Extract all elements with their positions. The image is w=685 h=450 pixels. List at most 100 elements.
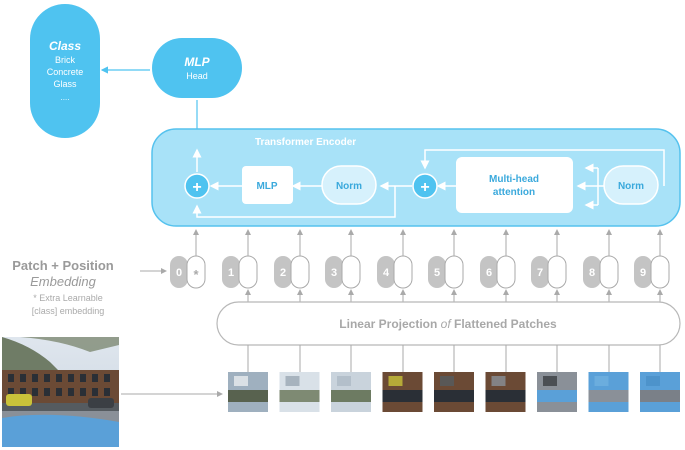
position-index: 5: [434, 267, 440, 279]
encoder-norm-2: [603, 165, 659, 205]
linear-projection-part3: Flattened Patches: [451, 317, 557, 331]
patch-detail: [491, 376, 506, 386]
image-patch-4: [382, 345, 423, 412]
encoder-norm-1-label: Norm: [336, 181, 362, 192]
patch-embedding: [393, 255, 413, 289]
class-token-mark: *: [193, 267, 199, 282]
patch-detail: [440, 376, 454, 386]
position-index: 0: [176, 267, 182, 279]
patch-embedding: [547, 255, 567, 289]
patch-detail: [337, 376, 351, 386]
plus-symbol-1: +: [420, 179, 429, 196]
position-embedding: [170, 256, 188, 288]
token-1: 1: [222, 229, 258, 302]
patch-detail: [234, 376, 248, 386]
encoder-norm-1: [321, 165, 377, 205]
residual-add-2: [184, 173, 210, 199]
encoder-internal-flow: [192, 148, 665, 218]
patch-band: [640, 390, 680, 402]
class-title: Class: [49, 39, 81, 53]
encoder-mlp-label: MLP: [256, 181, 277, 192]
position-embedding: [583, 256, 601, 288]
position-embedding: [325, 256, 343, 288]
embedding-note-1: * Extra Learnable: [33, 293, 103, 303]
token-5: 5: [428, 229, 464, 302]
image-patch-8: [588, 345, 629, 412]
image-patch-7: [537, 345, 577, 412]
image-patch-1: [228, 345, 268, 412]
patch-detail: [543, 376, 557, 386]
token-3: 3: [325, 229, 361, 302]
patch-detail: [285, 376, 300, 386]
patch-band: [537, 390, 577, 402]
token-2: 2: [274, 229, 310, 302]
patch-embedding: [599, 255, 619, 289]
patch-band: [485, 390, 526, 402]
patch-detail: [594, 376, 609, 386]
residual-add-1: [412, 173, 438, 199]
embedding-note-2: [class] embedding: [32, 306, 105, 316]
token-0: 0*: [170, 229, 206, 289]
image-patch-3: [331, 345, 371, 412]
position-index: 6: [486, 267, 492, 279]
attention-label-line2: attention: [493, 187, 535, 198]
mlp-head-box: [152, 38, 242, 98]
token-9: 9: [634, 229, 670, 302]
position-embedding: [531, 256, 549, 288]
token-7: 7: [531, 229, 567, 302]
image-patch-5: [434, 345, 474, 412]
patch-embedding: [496, 255, 516, 289]
patch-embedding: [650, 255, 670, 289]
class-item-glass: Glass: [53, 79, 77, 89]
embedding-title: Patch + Position: [12, 258, 114, 273]
image-patch-6: [485, 345, 526, 412]
position-index: 9: [640, 267, 646, 279]
patch-embedding: [341, 255, 361, 289]
encoder-title: Transformer Encoder: [255, 137, 356, 148]
position-embedding: [428, 256, 446, 288]
patch-embedding: [238, 255, 258, 289]
class-item-brick: Brick: [55, 55, 75, 65]
mlp-head-title: MLP: [184, 55, 210, 69]
position-index: 1: [228, 267, 234, 279]
patch-detail: [646, 376, 660, 386]
token-4: 4: [377, 229, 413, 302]
attention-label-line1: Multi-head: [489, 174, 539, 185]
token-6: 6: [480, 229, 516, 302]
mlp-head-subtitle: Head: [186, 71, 208, 81]
position-embedding: [222, 256, 240, 288]
encoder-mlp-box: [242, 166, 293, 204]
position-index: 7: [537, 267, 543, 279]
position-index: 8: [589, 267, 595, 279]
class-item-concrete: Concrete: [47, 67, 84, 77]
image-patch-2: [279, 345, 320, 412]
patch-row: [228, 345, 680, 412]
linear-projection-box: [216, 301, 681, 346]
linear-projection-part2: of: [441, 317, 453, 331]
patch-band: [588, 390, 629, 402]
position-index: 2: [280, 267, 286, 279]
patch-band: [279, 390, 320, 402]
token-8: 8: [583, 229, 619, 302]
patch-embedding: [290, 255, 310, 289]
linear-projection-part1: Linear Projection: [339, 317, 440, 331]
plus-symbol-2: +: [192, 179, 201, 196]
patch-embedding: [444, 255, 464, 289]
patch-detail: [388, 376, 403, 386]
position-embedding: [634, 256, 652, 288]
embedding-subtitle: Embedding: [30, 274, 97, 289]
image-patch-9: [640, 345, 680, 412]
position-embedding: [480, 256, 498, 288]
position-index: 3: [331, 267, 337, 279]
position-embedding: [377, 256, 395, 288]
patch-band: [434, 390, 474, 402]
patch-band: [228, 390, 268, 402]
class-item-more: ....: [61, 93, 70, 102]
patch-band: [382, 390, 423, 402]
encoder-norm-2-label: Norm: [618, 181, 644, 192]
position-index: 4: [383, 267, 390, 279]
linear-projection-label: Linear Projection of Flattened Patches: [339, 317, 557, 331]
class-output-box: [30, 4, 100, 138]
